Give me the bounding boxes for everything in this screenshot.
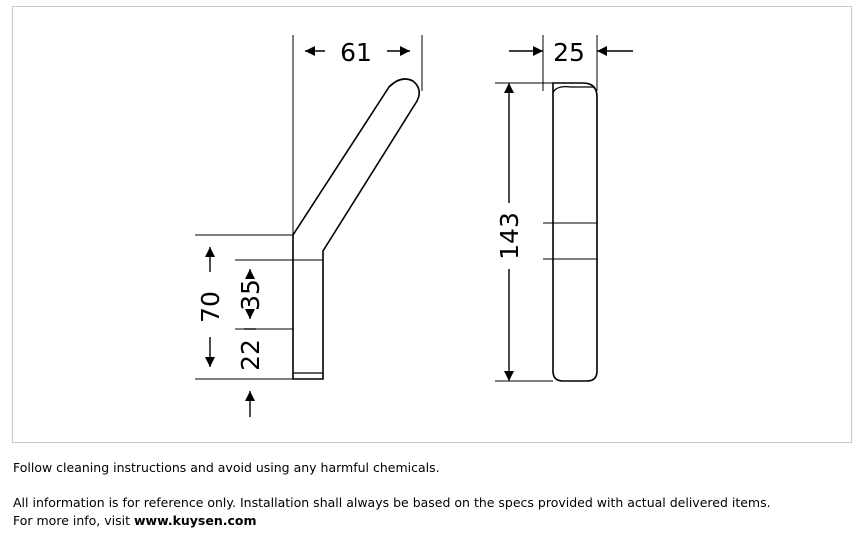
hook-profile-outline (292, 78, 421, 380)
dimension-22 (244, 328, 256, 417)
more-info-line: For more info, visit www.kuysen.com (13, 512, 853, 530)
dimension-22-label: 22 (236, 339, 265, 371)
dimension-35-label: 35 (236, 279, 265, 311)
more-info-prefix: For more info, visit (13, 513, 134, 528)
side-view (195, 35, 423, 380)
cleaning-note: Follow cleaning instructions and avoid u… (13, 460, 440, 475)
front-view (495, 35, 598, 382)
technical-drawing: 61 70 35 22 (195, 35, 633, 417)
website-link[interactable]: www.kuysen.com (133, 513, 257, 528)
disclaimer-note: All information is for reference only. I… (13, 495, 771, 510)
notes-section: Follow cleaning instructions and avoid u… (13, 459, 853, 530)
technical-drawing-frame: 61 70 35 22 (12, 6, 852, 443)
dimension-70-label: 70 (196, 291, 225, 323)
dimension-25-label: 25 (553, 38, 585, 67)
dimension-61-label: 61 (340, 38, 372, 67)
dimension-143-label: 143 (495, 212, 524, 260)
hook-front-outline (552, 82, 598, 382)
